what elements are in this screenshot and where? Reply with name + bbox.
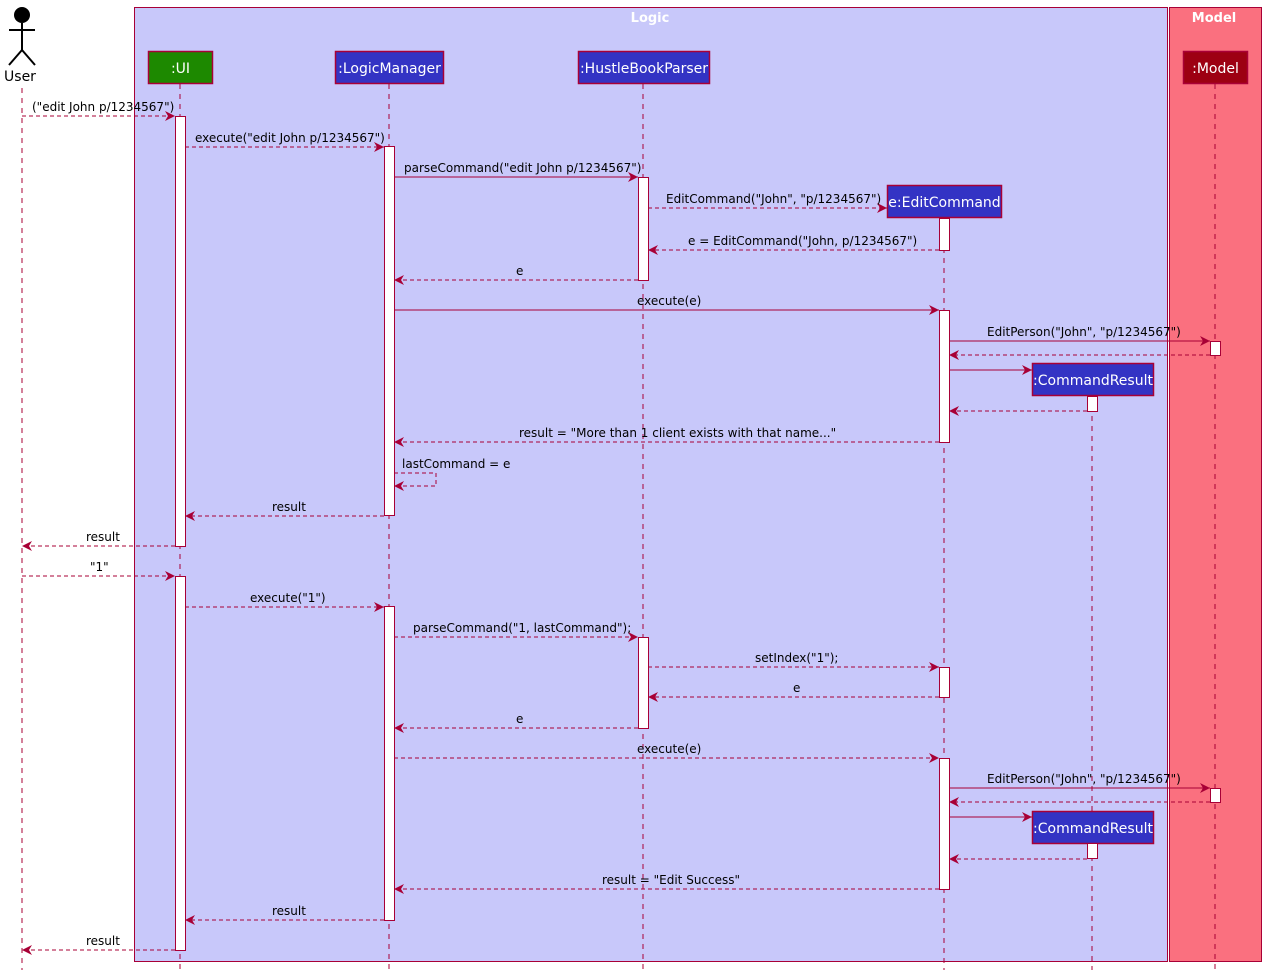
participant-ui-box	[147, 50, 214, 85]
message-edit-command-to-parser-return: e = EditCommand("John, p/1234567")	[648, 234, 939, 255]
message-edit-command-to-parser-return-e: e	[648, 681, 939, 702]
participant-ui-label: :UI	[171, 61, 190, 77]
message-label: EditCommand("John", "p/1234567")	[666, 192, 881, 206]
message-ui-to-logic-manager-execute-one: execute("1")	[185, 591, 384, 612]
participant-command-result-2: :CommandResult	[1031, 810, 1155, 845]
message-parser-to-edit-command-set-index: setIndex("1");	[648, 651, 939, 672]
message-label: setIndex("1");	[755, 651, 838, 665]
message-label: execute(e)	[637, 294, 701, 308]
activation-ui-2	[175, 576, 186, 951]
participant-logic-manager-label: :LogicManager	[338, 61, 441, 77]
message-label: lastCommand = e	[402, 457, 510, 471]
message-label: execute("1")	[250, 591, 326, 605]
message-ui-to-logic-manager-execute: execute("edit John p/1234567")	[185, 131, 385, 152]
message-label: result = "More than 1 client exists with…	[519, 426, 836, 440]
messages: ("edit John p/1234567") execute("edit Jo…	[22, 100, 1210, 955]
message-label: e	[516, 712, 523, 726]
message-logic-manager-to-edit-command-execute: execute(e)	[394, 294, 939, 315]
participant-model-box	[1182, 50, 1249, 85]
participant-command-result-1-label: :CommandResult	[1033, 373, 1153, 389]
message-logic-manager-to-edit-command-execute-2: execute(e)	[394, 742, 939, 763]
participant-command-result-1: :CommandResult	[1031, 362, 1155, 397]
actor-left-leg	[8, 49, 23, 66]
participant-parser-box	[577, 50, 711, 85]
activation-edit-command-4	[939, 758, 950, 890]
participant-edit-command: e:EditCommand	[886, 184, 1003, 219]
participant-command-result-2-label: :CommandResult	[1033, 821, 1153, 837]
participant-edit-command-box	[886, 184, 1003, 219]
activation-parser-1	[638, 177, 649, 281]
message-label: e = EditCommand("John, p/1234567")	[688, 234, 917, 248]
message-ui-to-user-result: result	[22, 530, 175, 551]
activation-logic-manager-1	[384, 146, 395, 516]
message-label: result	[86, 530, 120, 544]
message-label: result	[86, 934, 120, 948]
message-label: ("edit John p/1234567")	[32, 100, 174, 114]
message-parser-to-logic-manager-return-e: e	[394, 264, 638, 285]
activation-logic-manager-2	[384, 606, 395, 921]
message-label: e	[793, 681, 800, 695]
activation-model-2	[1210, 788, 1221, 803]
message-label: parseCommand("edit John p/1234567")	[404, 161, 641, 175]
activation-parser-2	[638, 637, 649, 729]
participant-logic-manager-box	[334, 50, 445, 85]
participant-ui: :UI	[147, 50, 214, 85]
message-edit-command-to-logic-manager-result: result = "More than 1 client exists with…	[394, 426, 939, 447]
actor-right-leg	[21, 49, 36, 66]
message-logic-manager-to-parser-parse-one: parseCommand("1, lastCommand");	[394, 621, 638, 642]
message-parser-to-edit-command-create: EditCommand("John", "p/1234567")	[648, 192, 887, 213]
model-group-title: Model	[1192, 11, 1236, 26]
message-edit-command-to-model-edit-person-2: EditPerson("John", "p/1234567")	[949, 772, 1210, 793]
activation-edit-command-3	[939, 667, 950, 698]
actor-user: User	[4, 7, 36, 85]
participant-edit-command-label: e:EditCommand	[888, 195, 1000, 211]
message-ui-to-user-result-2: result	[22, 934, 175, 955]
message-arrow	[394, 472, 437, 491]
actor-head	[14, 7, 30, 23]
activation-command-result-2	[1087, 843, 1098, 859]
participant-model: :Model	[1182, 50, 1249, 85]
logic-group-box	[134, 7, 1168, 962]
message-label: "1"	[90, 560, 109, 574]
participant-command-result-1-box	[1031, 362, 1155, 397]
participant-model-label: :Model	[1192, 61, 1239, 77]
activation-edit-command-1	[939, 218, 950, 251]
actor-label: User	[4, 69, 36, 85]
logic-group-title: Logic	[631, 11, 670, 26]
message-logic-manager-to-ui-result-2: result	[185, 904, 384, 925]
message-parser-to-logic-manager-return-e-2: e	[394, 712, 638, 733]
message-label: execute("edit John p/1234567")	[195, 131, 385, 145]
participant-parser-label: :HustleBookParser	[580, 61, 708, 77]
participant-logic-manager: :LogicManager	[334, 50, 445, 85]
message-label: parseCommand("1, lastCommand");	[413, 621, 631, 635]
message-logic-manager-self-last-command: lastCommand = e	[394, 457, 510, 491]
participant-command-result-2-box	[1031, 810, 1155, 845]
activation-model-1	[1210, 341, 1221, 356]
participant-parser: :HustleBookParser	[577, 50, 711, 85]
message-label: result	[272, 904, 306, 918]
message-label: execute(e)	[637, 742, 701, 756]
message-label: result = "Edit Success"	[602, 873, 740, 887]
activation-command-result-1	[1087, 396, 1098, 412]
message-user-to-ui-edit: ("edit John p/1234567")	[22, 100, 175, 121]
message-label: EditPerson("John", "p/1234567")	[987, 772, 1181, 786]
message-edit-command-to-model-edit-person: EditPerson("John", "p/1234567")	[949, 325, 1210, 346]
message-edit-command-to-logic-manager-edit-success: result = "Edit Success"	[394, 873, 939, 894]
message-user-to-ui-one: "1"	[22, 560, 175, 581]
message-label: result	[272, 500, 306, 514]
message-label: EditPerson("John", "p/1234567")	[987, 325, 1181, 339]
activations	[175, 116, 1221, 951]
message-logic-manager-to-ui-result: result	[185, 500, 384, 521]
message-logic-manager-to-parser-parse: parseCommand("edit John p/1234567")	[394, 161, 641, 182]
activation-edit-command-2	[939, 310, 950, 443]
message-label: e	[516, 264, 523, 278]
activation-ui-1	[175, 116, 186, 547]
